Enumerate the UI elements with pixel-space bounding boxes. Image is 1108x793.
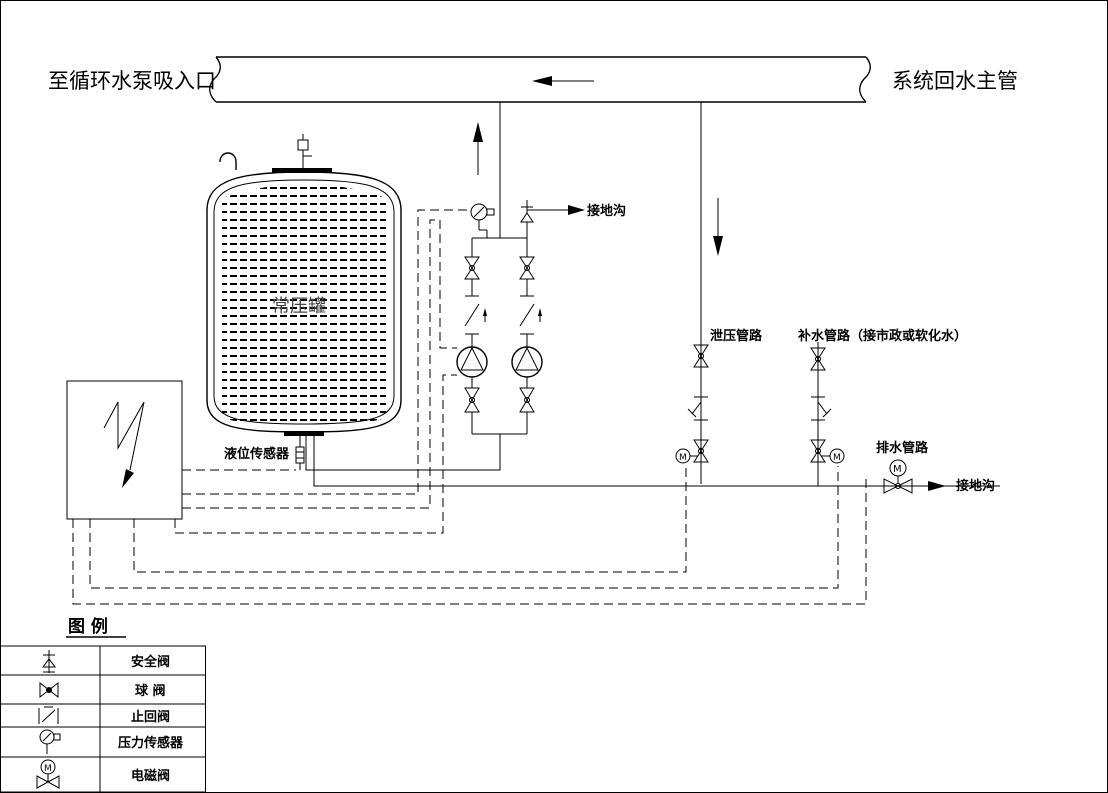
drain-branch: M [883, 459, 946, 494]
makeup-pipe-label: 补水管路（接市政或软化水） [797, 328, 967, 344]
solenoid-valve-icon: M [675, 439, 709, 464]
pump-branch-b [511, 222, 543, 434]
flow-arrow-down-icon [713, 198, 723, 256]
ball-valve-icon [519, 256, 535, 280]
control-panel [66, 380, 183, 520]
bottom-header-pipe [313, 436, 1000, 487]
ball-valve-icon [693, 344, 709, 368]
legend-row-label: 安全阀 [131, 654, 170, 670]
drain-motor-label: M [893, 464, 902, 475]
atmospheric-tank [206, 134, 402, 436]
ball-valve-icon [519, 387, 535, 413]
legend-safety-valve-icon [42, 650, 56, 673]
strainer-icon [811, 396, 832, 421]
pressure-sensor-icon [470, 203, 495, 238]
ball-valve-icon [464, 256, 480, 280]
legend-pressure-sensor-icon [39, 729, 61, 754]
drain-arrow-icon [928, 481, 946, 491]
legend-title: 图 例 [68, 616, 108, 637]
legend-row-label: 电磁阀 [131, 768, 170, 784]
makeup-branch: M [810, 342, 845, 486]
relief-motor-label: M [679, 453, 687, 463]
legend-row-label: 压力传感器 [118, 735, 184, 751]
tank-name-label: 常压罐 [272, 296, 326, 317]
pump-a-icon [456, 346, 488, 378]
check-valve-icon [464, 295, 487, 335]
legend: 图 例 [0, 616, 206, 793]
makeup-motor-label: M [833, 453, 841, 463]
system-return-main-label: 系统回水主管 [892, 69, 1018, 93]
return-main-pipe [209, 56, 871, 103]
solenoid-valve-icon: M [883, 459, 913, 494]
legend-ball-valve-icon [39, 681, 59, 699]
legend-solenoid-valve-icon: M [36, 759, 60, 789]
to-pump-inlet-label: 至循环水泵吸入口 [48, 69, 216, 93]
legend-row-label: 止回阀 [131, 709, 170, 725]
control-signal-lines [72, 209, 867, 605]
pump-b-icon [511, 346, 543, 378]
relief-branch: M [675, 344, 709, 464]
pump-branch-a [456, 238, 488, 434]
flow-arrow-left-icon [532, 76, 552, 86]
safety-valve-icon [520, 200, 585, 223]
top-drain-label: 接地沟 [587, 203, 626, 219]
level-sensor-label: 液位传感器 [224, 446, 290, 462]
relief-pipe-label: 泄压管路 [710, 328, 763, 344]
strainer-icon [687, 396, 708, 421]
flow-arrow-up-icon [473, 122, 483, 175]
legend-motor-label: M [44, 764, 52, 774]
legend-check-valve-icon [38, 706, 59, 724]
check-valve-icon [519, 295, 542, 335]
solenoid-valve-icon: M [810, 439, 845, 464]
legend-row-label: 球 阀 [135, 683, 166, 699]
ball-valve-icon [810, 347, 826, 371]
ball-valve-icon [464, 387, 480, 413]
right-drain-label: 接地沟 [956, 478, 995, 494]
lightning-arrow-icon [122, 469, 134, 488]
level-sensor-icon [295, 436, 305, 470]
drain-pipe-label: 排水管路 [876, 440, 929, 456]
tank-outlet-pipe [305, 434, 501, 471]
